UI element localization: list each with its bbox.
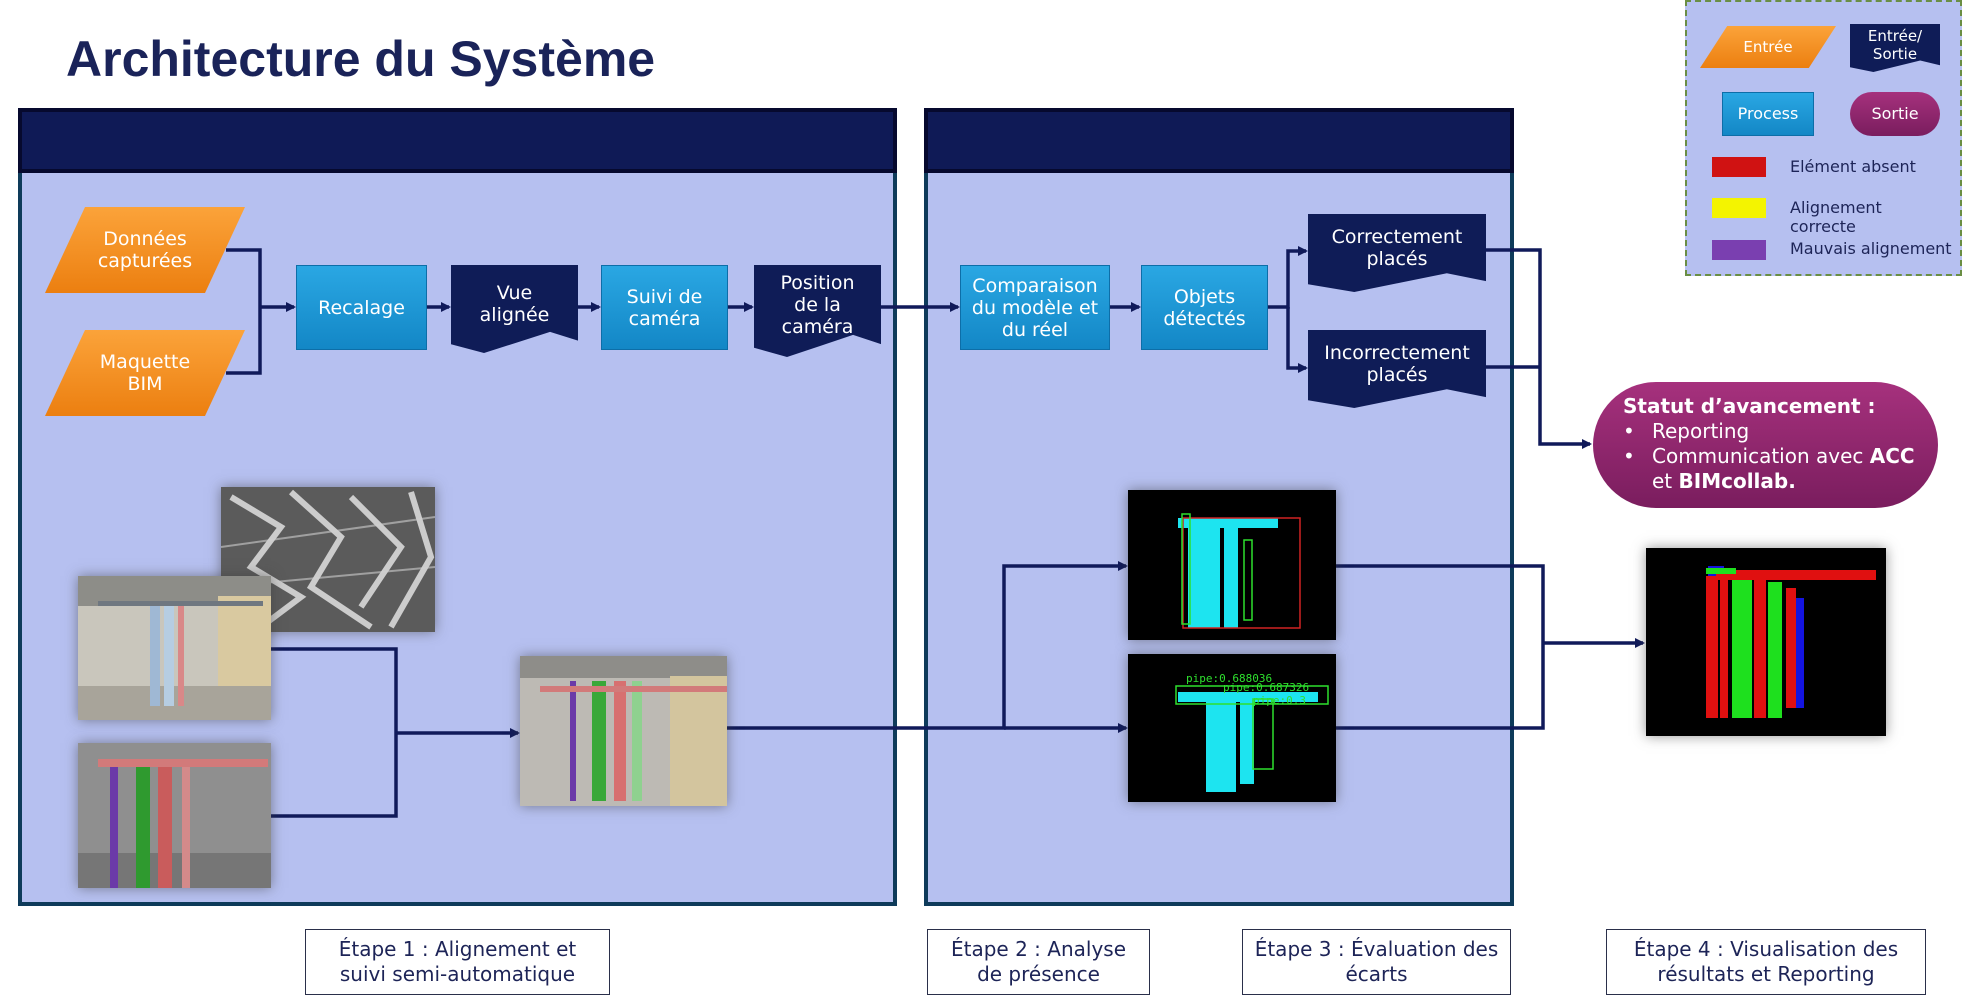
page-title: Architecture du Système xyxy=(66,31,656,87)
stage23-panel-header xyxy=(924,108,1514,173)
image-bim-render xyxy=(78,743,271,888)
process-suivi-camera: Suivi de caméra xyxy=(601,265,728,350)
input-donnees-capturees: Données capturées xyxy=(45,207,245,293)
io-correctement-places: Correctement placés xyxy=(1308,214,1486,292)
legend-process-shape: Process xyxy=(1722,92,1814,136)
legend-label-absent: Elément absent xyxy=(1790,157,1916,176)
status-heading: Statut d’avancement : xyxy=(1623,394,1876,418)
legend-label-correct: Alignement correcte xyxy=(1790,198,1882,236)
output-statut-avancement: Statut d’avancement : •Reporting •Commun… xyxy=(1593,382,1938,508)
legend-label-mauvais: Mauvais alignement xyxy=(1790,239,1952,258)
image-aligned-overlay xyxy=(520,656,727,806)
legend-sortie-shape: Sortie xyxy=(1850,92,1940,136)
detection-label-3: pipe:0.3 xyxy=(1253,694,1306,707)
legend-swatch-correct xyxy=(1712,198,1766,218)
legend-swatch-mauvais xyxy=(1712,240,1766,260)
status-item-reporting: •Reporting xyxy=(1623,419,1750,443)
stage1-panel-header xyxy=(18,108,897,173)
process-recalage: Recalage xyxy=(296,265,427,350)
stage-label-3: Étape 3 : Évaluation des écarts xyxy=(1242,929,1511,995)
legend-swatch-absent xyxy=(1712,157,1766,177)
legend-entree-sortie-shape: Entrée/ Sortie xyxy=(1850,24,1940,72)
process-objets-detectes: Objets détectés xyxy=(1141,265,1268,350)
stage-label-4: Étape 4 : Visualisation des résultats et… xyxy=(1606,929,1926,995)
io-incorrectement-places: Incorrectement placés xyxy=(1308,330,1486,408)
input-maquette-bim: Maquette BIM xyxy=(45,330,245,416)
image-detection-labels: pipe:0.688036 pipe:0.687326 pipe:0.3 xyxy=(1128,654,1336,802)
image-detection-boxes xyxy=(1128,490,1336,640)
stage-label-1: Étape 1 : Alignement et suivi semi-autom… xyxy=(305,929,610,995)
image-result-visualisation xyxy=(1646,548,1886,736)
detection-label-1: pipe:0.688036 xyxy=(1186,672,1272,685)
process-comparaison: Comparaison du modèle et du réel xyxy=(960,265,1110,350)
detection-label-2: pipe:0.687326 xyxy=(1223,681,1309,694)
stage-label-2: Étape 2 : Analyse de présence xyxy=(927,929,1150,995)
image-site-photo xyxy=(78,576,271,720)
